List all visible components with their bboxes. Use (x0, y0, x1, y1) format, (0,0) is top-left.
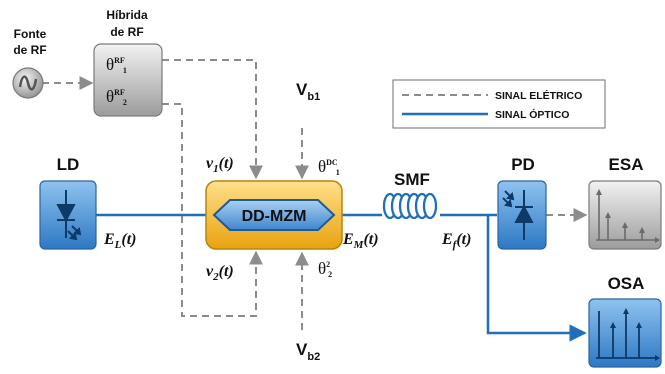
rf-source-label-line2: de RF (13, 43, 46, 57)
vb2-label: Vb2 (296, 340, 320, 363)
smf-fiber: SMF Ef(t) (382, 170, 471, 251)
rf-hybrid-title-line1: Híbrida (106, 8, 148, 22)
v1-label: v1(t) (206, 155, 234, 175)
mzm-output-field-label: EM(t) (342, 231, 379, 251)
smf-label: SMF (394, 170, 430, 189)
fiber-coil-icon (382, 192, 438, 220)
osa-analyzer: OSA (588, 274, 662, 368)
esa-label: ESA (609, 155, 644, 174)
photodiode-icon (502, 190, 534, 240)
optical-connections (96, 213, 587, 342)
pd-label: PD (511, 155, 535, 174)
ld-label: LD (57, 155, 80, 174)
hybrid-to-v1-wire (162, 59, 263, 180)
dd-mzm-waveguide-shape (212, 199, 336, 231)
osa-label: OSA (608, 274, 645, 293)
legend-electrical-label: SINAL ELÉTRICO (495, 89, 582, 102)
sine-wave-icon (18, 75, 38, 91)
splitter-to-osa-fiber (486, 215, 587, 342)
ld-output-field-label: EL(t) (103, 231, 137, 251)
dd-mzm-label: DD-MZM (242, 208, 307, 225)
laser-diode-icon (56, 190, 82, 241)
electrical-connections (42, 59, 588, 330)
osa-box (588, 298, 662, 368)
hybrid-to-v2-wire (162, 103, 263, 317)
v2-label: v2(t) (206, 263, 234, 283)
laser-diode: LD EL(t) (39, 155, 137, 251)
rf-source: Fonte de RF (12, 27, 47, 99)
optical-spectrum-icon (596, 308, 660, 361)
legend-box (392, 79, 606, 129)
esa-analyzer: ESA (588, 155, 662, 250)
electrical-spectrum-icon (596, 189, 660, 243)
legend-optical-label: SINAL ÓPTICO (495, 108, 569, 121)
legend: SINAL ELÉTRICO SINAL ÓPTICO (392, 79, 606, 129)
rf-source-label-line1: Fonte (14, 27, 47, 41)
vb1-label: Vb1 (296, 80, 320, 103)
rf-hybrid-box (93, 43, 163, 117)
rf-hybrid-title-line2: de RF (110, 25, 143, 39)
fiber-output-field-label: Ef(t) (441, 231, 471, 251)
photodetector: PD (497, 155, 547, 250)
